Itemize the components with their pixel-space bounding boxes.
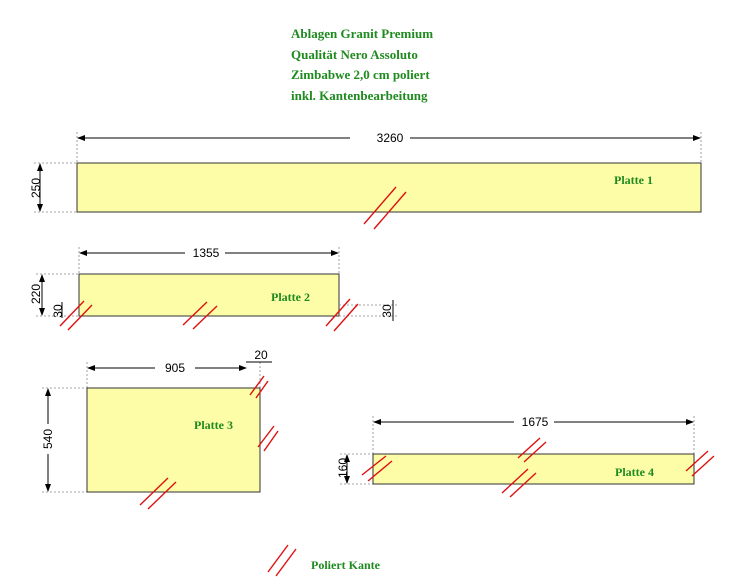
plate-1-height-label: 250 (29, 178, 43, 198)
plate-4-label: Platte 4 (615, 465, 654, 479)
polish-mark-plate-1 (363, 186, 407, 230)
plate-1 (76, 162, 702, 213)
plate-4-width-label: 1675 (522, 415, 549, 429)
polish-mark-plate-3-bottom (139, 477, 177, 510)
plate-4-group: 1675 160 Platte 4 (336, 414, 715, 498)
plate-2-height-label: 220 (29, 284, 43, 304)
polish-mark-plate-3-right (257, 425, 279, 452)
polish-mark-plate-2-mid (182, 301, 218, 330)
polish-mark-legend-icon (267, 544, 297, 577)
polish-mark-plate-3-top (249, 375, 269, 399)
plate-1-width-label: 3260 (377, 131, 404, 145)
header-line-1: Ablagen Granit Premium (291, 26, 433, 41)
legend-label: Poliert Kante (311, 558, 381, 572)
plate-3-label: Platte 3 (194, 418, 233, 432)
plate-2-label: Platte 2 (271, 290, 310, 304)
polish-mark-plate-2-right (325, 298, 359, 332)
polish-mark-plate-4-left (361, 455, 393, 482)
plate-2-left-small-label: 30 (51, 304, 65, 318)
polish-mark-plate-4-bottom (501, 468, 537, 498)
polish-mark-plate-2-left (59, 300, 93, 331)
plate-1-label: Platte 1 (614, 173, 653, 187)
plate-3-corner-label: 20 (254, 348, 268, 362)
plate-2-group: 1355 220 Platte 2 30 30 (29, 245, 397, 332)
plate-1-group: 3260 250 Platte 1 (29, 129, 702, 230)
legend: Poliert Kante (267, 544, 381, 577)
polish-mark-plate-4-top (517, 437, 547, 463)
plate-3-height-label: 540 (41, 429, 55, 449)
plate-4-height-label: 160 (336, 458, 350, 478)
polish-mark-plate-4-right (685, 450, 715, 477)
plate-2 (78, 273, 340, 317)
plate-3-width-label: 905 (165, 361, 185, 375)
header-line-2: Qualität Nero Assoluto (291, 47, 418, 62)
plate-2-right-small-label: 30 (380, 304, 394, 318)
plate-3 (86, 387, 261, 493)
header-line-4: inkl. Kantenbearbeitung (291, 88, 428, 103)
plate-3-group: 905 20 540 Platte 3 (40, 348, 279, 510)
plate-2-width-label: 1355 (193, 246, 220, 260)
header: Ablagen Granit Premium Qualität Nero Ass… (291, 26, 433, 103)
header-line-3: Zimbabwe 2,0 cm poliert (291, 67, 430, 82)
